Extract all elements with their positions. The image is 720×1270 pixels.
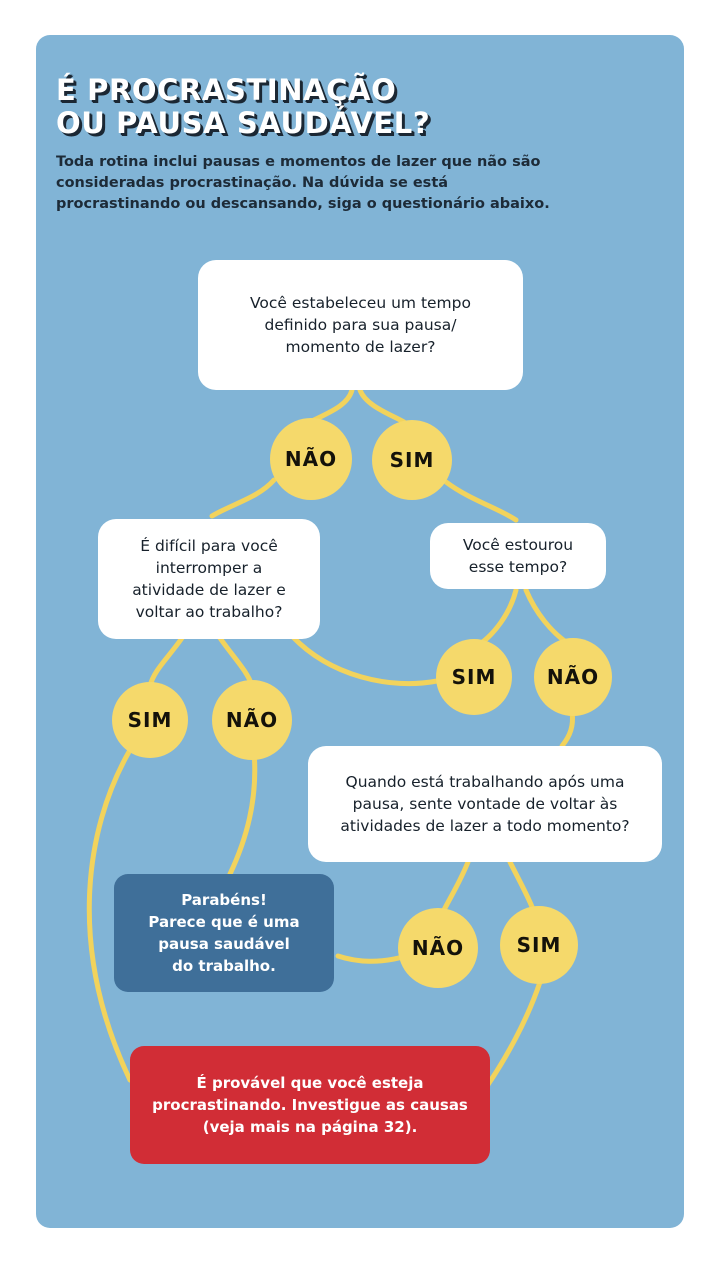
edge-nao2-blue — [227, 749, 258, 877]
edge-q4-nao — [441, 859, 471, 913]
answer-label: NÃO — [411, 936, 465, 960]
edge-q3-nao — [523, 587, 569, 645]
question-q3-text: Você estourou esse tempo? — [462, 536, 574, 576]
question-box-q3[interactable]: Você estourou esse tempo? — [430, 523, 606, 589]
edge-nao4-blue — [335, 953, 409, 964]
result-box-positive[interactable]: Parabéns! Parece que é uma pausa saudáve… — [114, 874, 334, 992]
question-q1-text: Você estabeleceu um tempo definido para … — [250, 294, 471, 356]
edge-sim3-q2 — [289, 633, 440, 687]
question-box-q2[interactable]: É difícil para você interromper a ativid… — [98, 519, 320, 639]
answer-label: SIM — [389, 448, 435, 472]
page-title-line-1: É PROCRASTINAÇÃO — [56, 73, 397, 107]
edge-nao1-q2 — [209, 477, 277, 519]
answer-circle-nao-q4[interactable]: NÃO — [398, 908, 478, 988]
edge-nao3-q4 — [559, 709, 575, 749]
answer-label: SIM — [127, 708, 173, 732]
answer-label: NÃO — [225, 708, 279, 732]
edge-q2-nao — [217, 635, 255, 689]
answer-label: SIM — [516, 933, 562, 957]
question-box-q1[interactable]: Você estabeleceu um tempo definido para … — [198, 260, 523, 390]
answer-circle-nao-q3[interactable]: NÃO — [534, 638, 612, 716]
answer-circle-sim-q4[interactable]: SIM — [500, 906, 578, 984]
result-box-negative[interactable]: É provável que você esteja procrastinand… — [130, 1046, 490, 1164]
question-box-q4[interactable]: Quando está trabalhando após uma pausa, … — [308, 746, 662, 862]
answer-circle-sim-q1[interactable]: SIM — [372, 420, 452, 500]
answer-label: NÃO — [284, 447, 338, 471]
edge-sim2-red — [86, 747, 133, 1083]
edge-q4-sim — [507, 859, 537, 915]
answer-circle-sim-q3[interactable]: SIM — [436, 639, 512, 715]
answer-label: NÃO — [546, 665, 600, 689]
page-title-line-2: OU PAUSA SAUDÁVEL? — [56, 106, 431, 140]
answer-circle-nao-q1[interactable]: NÃO — [270, 418, 352, 500]
result-positive-text: Parabéns! Parece que é uma pausa saudáve… — [148, 891, 300, 975]
intro-paragraph: Toda rotina inclui pausas e momentos de … — [56, 154, 550, 212]
answer-circle-sim-q2[interactable]: SIM — [112, 682, 188, 758]
result-negative-text: É provável que você esteja procrastinand… — [152, 1074, 468, 1136]
edge-q3-sim — [477, 587, 519, 647]
page-title: É PROCRASTINAÇÃO OU PAUSA SAUDÁVEL? — [56, 74, 616, 140]
edge-q2-sim — [147, 635, 185, 689]
edge-q1-sim — [357, 387, 407, 425]
edge-sim1-q3 — [443, 479, 519, 523]
question-q2-text: É difícil para você interromper a ativid… — [132, 537, 286, 621]
answer-label: SIM — [451, 665, 497, 689]
answer-circle-nao-q2[interactable]: NÃO — [212, 680, 292, 760]
edge-q1-nao — [311, 387, 355, 423]
question-q4-text: Quando está trabalhando após uma pausa, … — [340, 773, 630, 835]
